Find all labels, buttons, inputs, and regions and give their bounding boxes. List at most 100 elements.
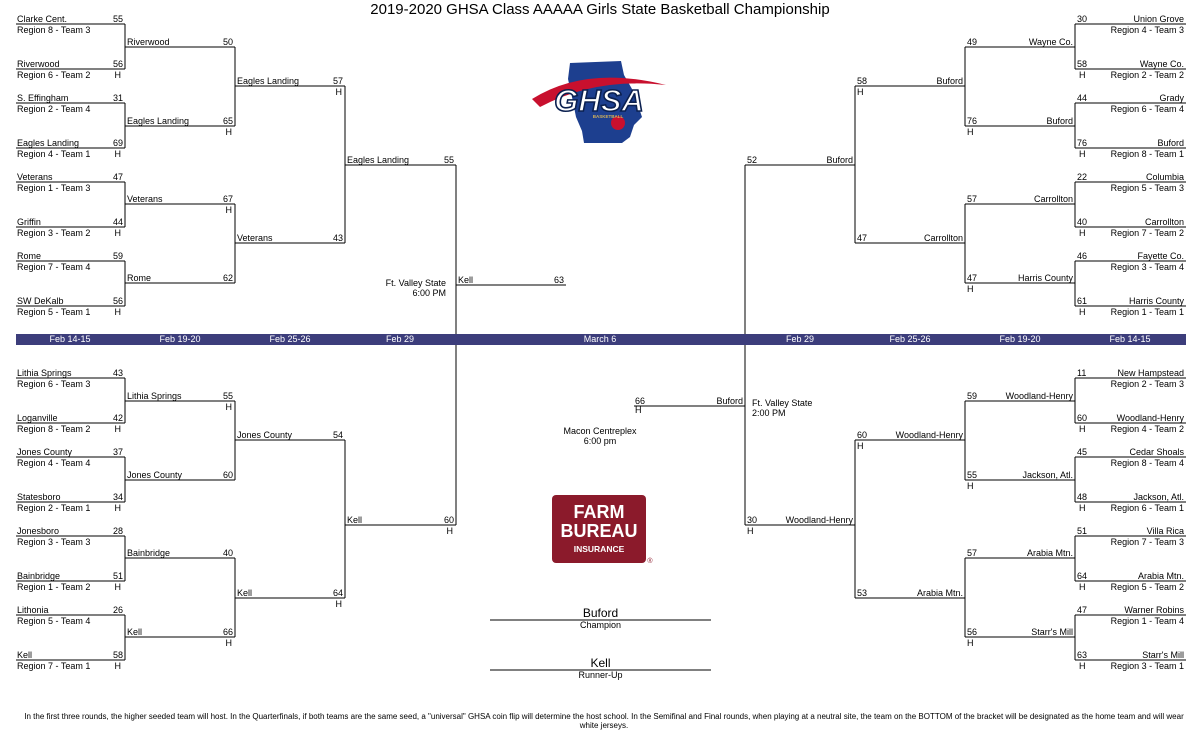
team-name: Lithia Springs (127, 391, 182, 401)
host-marker: H (1079, 424, 1086, 434)
score: 22 (1077, 172, 1088, 182)
score: 66 (222, 627, 233, 637)
score: 46 (1077, 251, 1088, 261)
team-name: Starr's Mill (1031, 627, 1073, 637)
seed-label: Region 7 - Team 2 (1110, 228, 1184, 238)
runner-up-label: Runner-Up (578, 670, 623, 680)
score: 64 (332, 588, 343, 598)
host-marker: H (225, 127, 233, 137)
score: 52 (747, 155, 758, 165)
round-date: Feb 14-15 (1109, 334, 1151, 344)
seed-label: Region 1 - Team 1 (1110, 307, 1184, 317)
seed-label: Region 1 - Team 3 (17, 183, 91, 193)
score: 58 (1077, 59, 1088, 69)
team-name: Jackson, Atl. (1133, 492, 1184, 502)
team-name: Kell (17, 650, 33, 660)
round-date: Feb 25-26 (269, 334, 311, 344)
seed-label: Region 6 - Team 4 (1110, 104, 1184, 114)
ghsa-logo: GHSA BASKETBALL (532, 61, 666, 143)
round-date: Feb 29 (385, 334, 415, 344)
host-marker: H (114, 228, 122, 238)
round-date: Feb 25-26 (889, 334, 931, 344)
team-name: Bainbridge (127, 548, 171, 558)
seed-label: Region 8 - Team 3 (17, 25, 91, 35)
team-name: Harris County (1128, 296, 1184, 306)
team-name: Lithonia (17, 605, 49, 615)
score: 57 (332, 76, 343, 86)
seed-label: Region 6 - Team 3 (17, 379, 91, 389)
venue-label: Ft. Valley State (385, 278, 446, 288)
team-name: Arabia Mtn. (1137, 571, 1184, 581)
team-name: Griffin (17, 217, 41, 227)
team-name: SW DeKalb (17, 296, 64, 306)
score: 31 (112, 93, 123, 103)
score: 61 (1077, 296, 1088, 306)
champion-label: Champion (579, 620, 622, 630)
score: 60 (857, 430, 868, 440)
team-name: Carrollton (1144, 217, 1184, 227)
team-name: Arabia Mtn. (916, 588, 963, 598)
score: 37 (112, 447, 123, 457)
team-name: Jones County (237, 430, 293, 440)
score: 40 (1077, 217, 1088, 227)
champion-team: Buford (582, 606, 619, 620)
team-name: Carrollton (1033, 194, 1073, 204)
team-name: Buford (936, 76, 963, 86)
score: 60 (222, 470, 233, 480)
host-marker: H (857, 441, 864, 451)
score: 53 (857, 588, 868, 598)
venue-time: 2:00 PM (752, 408, 786, 418)
host-marker: H (1079, 149, 1086, 159)
team-name: Villa Rica (1146, 526, 1184, 536)
seed-label: Region 2 - Team 3 (1110, 379, 1184, 389)
team-name: Kell (237, 588, 253, 598)
host-marker: H (967, 638, 974, 648)
team-name: Woodland-Henry (895, 430, 963, 440)
seed-label: Region 3 - Team 3 (17, 537, 91, 547)
team-name: Buford (1157, 138, 1184, 148)
farm-bureau-logo: FARM BUREAU INSURANCE ® (552, 495, 653, 565)
team-name: Eagles Landing (347, 155, 410, 165)
team-name: Buford (826, 155, 853, 165)
score: 44 (112, 217, 123, 227)
team-name: Loganville (17, 413, 58, 423)
seed-label: Region 3 - Team 4 (1110, 262, 1184, 272)
team-name: Rome (127, 273, 152, 283)
score: 51 (112, 571, 123, 581)
score: 55 (222, 391, 233, 401)
team-name: Veterans (237, 233, 273, 243)
score: 51 (1077, 526, 1088, 536)
round-date: Feb 29 (785, 334, 815, 344)
team-name: S. Effingham (17, 93, 69, 103)
seed-label: Region 4 - Team 1 (17, 149, 91, 159)
score: 66 (635, 396, 646, 406)
team-name: Jones County (127, 470, 183, 480)
round-date: March 6 (583, 334, 617, 344)
score: 49 (967, 37, 978, 47)
seed-label: Region 7 - Team 3 (1110, 537, 1184, 547)
team-name: Kell (127, 627, 143, 637)
seed-label: Region 2 - Team 2 (1110, 70, 1184, 80)
score: 43 (332, 233, 343, 243)
host-marker: H (747, 526, 754, 536)
team-name: Eagles Landing (127, 116, 190, 126)
runner-up-team: Kell (590, 656, 611, 670)
host-marker: H (967, 284, 974, 294)
score: 58 (857, 76, 868, 86)
seed-label: Region 5 - Team 2 (1110, 582, 1184, 592)
score: 48 (1077, 492, 1088, 502)
host-marker: H (114, 70, 122, 80)
score: 69 (112, 138, 123, 148)
seed-label: Region 2 - Team 4 (17, 104, 91, 114)
team-name: Clarke Cent. (17, 14, 68, 24)
score: 47 (857, 233, 868, 243)
host-marker: H (114, 661, 122, 671)
logo-swoosh (532, 77, 666, 107)
seed-label: Region 8 - Team 1 (1110, 149, 1184, 159)
venue-time: 6:00 PM (412, 288, 446, 298)
farm-bureau-line2: BUREAU (560, 521, 637, 541)
score: 76 (1077, 138, 1088, 148)
score: 56 (112, 296, 123, 306)
team-name: Statesboro (17, 492, 61, 502)
score: 42 (112, 413, 123, 423)
